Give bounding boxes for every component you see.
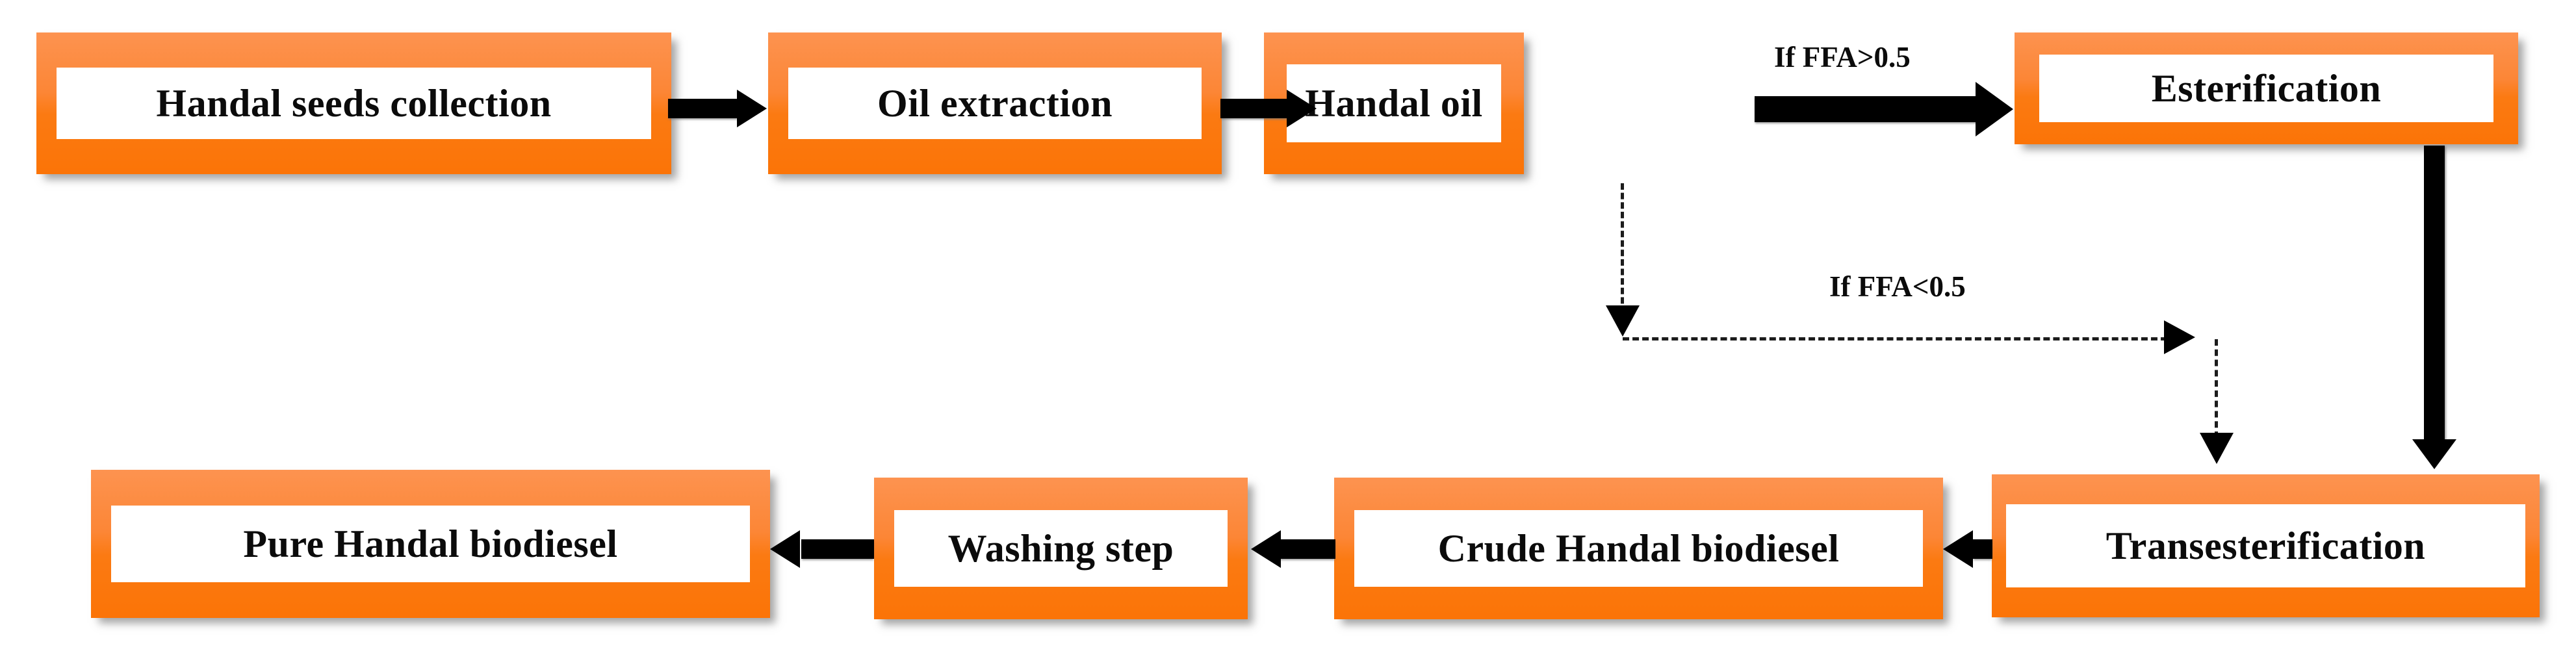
node-label: Oil extraction <box>877 82 1113 125</box>
node-washing-step[interactable]: Washing step <box>874 478 1248 619</box>
arrow-head-down-icon <box>2200 433 2234 464</box>
arrow-head-left-icon <box>770 530 800 568</box>
arrow-shaft <box>1280 539 1335 559</box>
edge-label-high-ffa: If FFA>0.5 <box>1774 41 1911 73</box>
arrow-head-right-icon <box>737 90 767 127</box>
node-transesterification[interactable]: Transesterification <box>1992 474 2540 617</box>
arrow-shaft <box>668 99 738 118</box>
edge-low-ffa-segment-vertical-1 <box>1621 183 1624 313</box>
node-crude-handal-biodiesel[interactable]: Crude Handal biodiesel <box>1334 478 1943 619</box>
node-handal-seeds-collection[interactable]: Handal seeds collection <box>36 32 671 174</box>
arrow-head-right-icon <box>1287 90 1317 127</box>
node-label: Handal oil <box>1305 82 1483 125</box>
node-label-plate: Washing step <box>894 510 1228 587</box>
arrow-head-right-icon <box>2164 320 2195 354</box>
node-label-plate: Crude Handal biodiesel <box>1354 510 1923 587</box>
edge-label-low-ffa: If FFA<0.5 <box>1829 270 1966 303</box>
arrow-head-right-icon <box>1976 82 2013 136</box>
arrow-shaft <box>1973 539 1992 559</box>
node-label-plate: Handal oil <box>1287 64 1501 142</box>
node-label: Washing step <box>947 527 1174 570</box>
arrow-shaft <box>2424 146 2445 442</box>
node-handal-oil[interactable]: Handal oil <box>1264 32 1524 174</box>
node-pure-handal-biodiesel[interactable]: Pure Handal biodiesel <box>91 470 770 618</box>
edge-low-ffa-segment-horizontal <box>1623 337 2167 340</box>
node-label: Pure Handal biodiesel <box>243 522 618 565</box>
arrow-shaft <box>1220 99 1288 118</box>
arrow-shaft <box>1755 96 1979 122</box>
arrow-shaft <box>801 539 874 559</box>
node-oil-extraction[interactable]: Oil extraction <box>768 32 1222 174</box>
node-label: Esterification <box>2151 67 2382 110</box>
arrow-head-left-icon <box>1943 530 1973 568</box>
node-label-plate: Handal seeds collection <box>57 68 651 139</box>
arrow-head-down-icon <box>1606 305 1640 337</box>
node-esterification[interactable]: Esterification <box>2015 32 2518 144</box>
node-label: Handal seeds collection <box>156 82 552 125</box>
arrow-head-left-icon <box>1251 530 1281 568</box>
node-label-plate: Pure Handal biodiesel <box>111 506 750 582</box>
edge-low-ffa-segment-vertical-2 <box>2215 339 2218 438</box>
node-label-plate: Oil extraction <box>788 68 1202 139</box>
arrow-head-down-icon <box>2412 439 2456 469</box>
node-label: Transesterification <box>2106 524 2426 567</box>
node-label: Crude Handal biodiesel <box>1437 527 1840 570</box>
node-label-plate: Transesterification <box>2006 504 2525 587</box>
node-label-plate: Esterification <box>2039 55 2493 122</box>
